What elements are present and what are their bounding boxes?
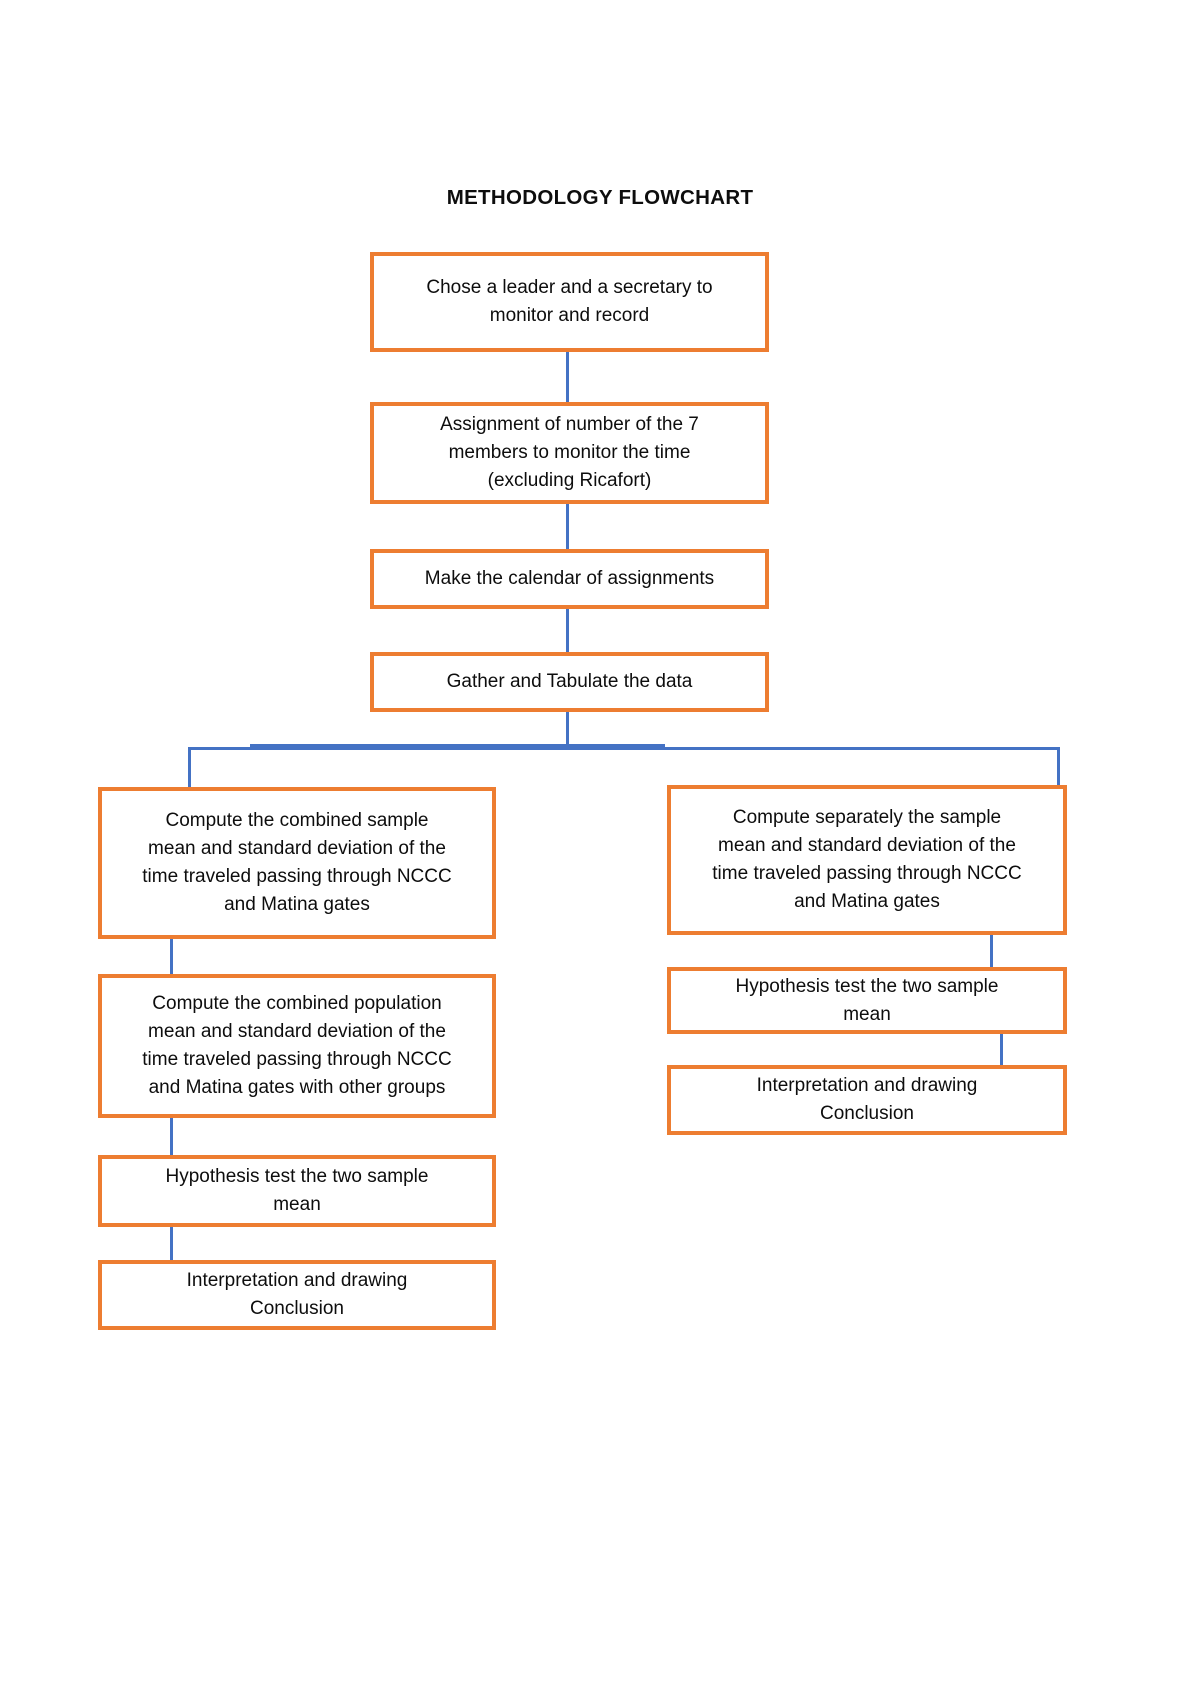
flow-node-left-interpretation[interactable]: Interpretation and drawing Conclusion	[98, 1260, 496, 1330]
connector-l3-l4	[170, 1222, 173, 1268]
flow-node-right-interpretation[interactable]: Interpretation and drawing Conclusion	[667, 1065, 1067, 1135]
connector-split-bus	[188, 747, 1060, 750]
connector-l1-l2	[170, 934, 173, 978]
connector-n2-n3	[566, 500, 569, 558]
flow-node-assignment-members[interactable]: Assignment of number of the 7 members to…	[370, 402, 769, 504]
connector-l2-l3	[170, 1113, 173, 1159]
flow-node-label: Compute separately the sample mean and s…	[712, 807, 1022, 912]
connector-n1-n2	[566, 348, 569, 410]
flow-node-gather-tabulate[interactable]: Gather and Tabulate the data	[370, 652, 769, 712]
flow-node-label: Compute the combined sample mean and sta…	[142, 810, 452, 915]
flow-node-label: Compute the combined population mean and…	[142, 993, 452, 1098]
flow-node-compute-combined-population[interactable]: Compute the combined population mean and…	[98, 974, 496, 1118]
flow-node-label: Make the calendar of assignments	[424, 568, 715, 589]
flow-node-label: Interpretation and drawing Conclusion	[756, 1075, 978, 1124]
flow-node-label: Chose a leader and a secretary to monito…	[426, 277, 713, 326]
connector-n3-n4	[566, 604, 569, 660]
flow-node-label: Assignment of number of the 7 members to…	[440, 414, 699, 491]
flow-node-chose-leader[interactable]: Chose a leader and a secretary to monito…	[370, 252, 769, 352]
flow-node-compute-separately-sample[interactable]: Compute separately the sample mean and s…	[667, 785, 1067, 935]
flow-node-label: Interpretation and drawing Conclusion	[186, 1270, 408, 1319]
connector-r1-r2	[990, 932, 993, 974]
flow-node-right-hypothesis-test[interactable]: Hypothesis test the two sample mean	[667, 967, 1067, 1034]
connector-split-to-left-branch	[188, 747, 191, 789]
flow-node-compute-combined-sample[interactable]: Compute the combined sample mean and sta…	[98, 787, 496, 939]
flow-node-left-hypothesis-test[interactable]: Hypothesis test the two sample mean	[98, 1155, 496, 1227]
flow-node-label: Hypothesis test the two sample mean	[165, 1166, 429, 1215]
connector-split-to-right-branch	[1057, 747, 1060, 789]
connector-r2-r3	[1000, 1028, 1003, 1070]
connector-split-bus-left-stub	[250, 744, 665, 747]
page-title: METHODOLOGY FLOWCHART	[446, 186, 754, 209]
flow-node-label: Gather and Tabulate the data	[446, 671, 693, 692]
connector-n4-split	[566, 712, 569, 750]
flow-node-make-calendar[interactable]: Make the calendar of assignments	[370, 549, 769, 609]
flow-node-label: Hypothesis test the two sample mean	[735, 975, 999, 1025]
